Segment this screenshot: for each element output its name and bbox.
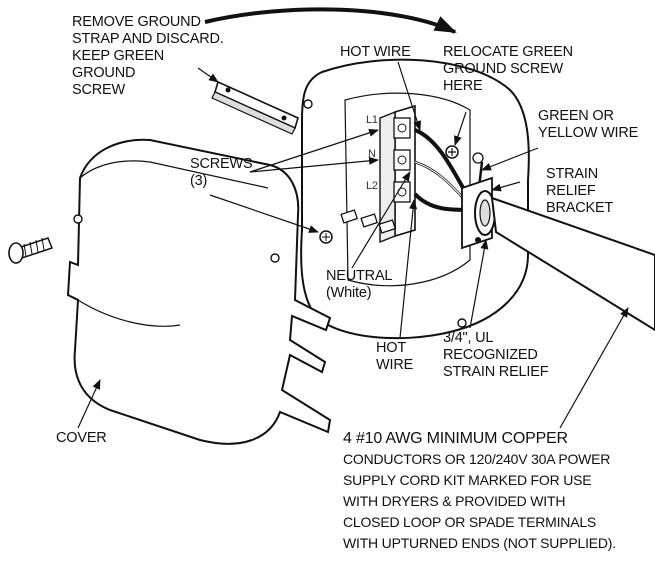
terminal-n-label: N bbox=[368, 148, 376, 160]
leader-cord bbox=[559, 307, 629, 429]
terminal-screws bbox=[319, 209, 397, 244]
leader-cover bbox=[77, 379, 101, 429]
label-strain-relief: 3/4", UL RECOGNIZED STRAIN RELIEF bbox=[443, 330, 549, 380]
cover bbox=[66, 138, 332, 445]
ground-strap bbox=[211, 80, 299, 135]
plate-hole-bottom bbox=[457, 318, 467, 328]
leader-hot-top bbox=[397, 61, 422, 131]
label-green-yellow-wire: GREEN OR YELLOW WIRE bbox=[538, 108, 639, 141]
leader-strain-relief bbox=[469, 239, 489, 329]
label-neutral: NEUTRAL (White) bbox=[326, 268, 393, 301]
label-remove-ground: REMOVE GROUND STRAP AND DISCARD. KEEP GR… bbox=[72, 14, 224, 98]
green-screw-bottom bbox=[472, 152, 484, 164]
leader-screws-a bbox=[249, 129, 379, 173]
plate-hole bbox=[303, 99, 313, 109]
leader-neutral bbox=[351, 171, 411, 269]
leader-ground-strap bbox=[197, 67, 219, 83]
label-hot-wire-bottom: HOT WIRE bbox=[376, 340, 414, 373]
terminal-block bbox=[379, 104, 416, 244]
label-screws: SCREWS (3) bbox=[190, 156, 253, 189]
leader-screws-b bbox=[249, 156, 379, 173]
terminal-l1-label: L1 bbox=[366, 114, 378, 126]
leader-bracket bbox=[491, 181, 521, 192]
relocate-arrow bbox=[204, 7, 457, 34]
cover-screw bbox=[8, 237, 53, 264]
label-cord-requirements: 4 #10 AWG MINIMUM COPPER CONDUCTORS OR 1… bbox=[343, 430, 616, 551]
label-hot-wire-top: HOT WIRE bbox=[340, 44, 411, 60]
leader-screws-c bbox=[209, 194, 319, 233]
label-relocate-screw: RELOCATE GREEN GROUND SCREW HERE bbox=[443, 44, 573, 94]
label-cover: COVER bbox=[56, 430, 107, 446]
leader-hot-bottom bbox=[399, 199, 418, 339]
power-cord bbox=[490, 196, 655, 332]
label-strain-relief-bracket: STRAIN RELIEF BRACKET bbox=[546, 166, 614, 216]
terminal-l2-label: L2 bbox=[366, 180, 378, 192]
leader-relocate bbox=[454, 111, 467, 146]
leader-green bbox=[481, 147, 539, 171]
